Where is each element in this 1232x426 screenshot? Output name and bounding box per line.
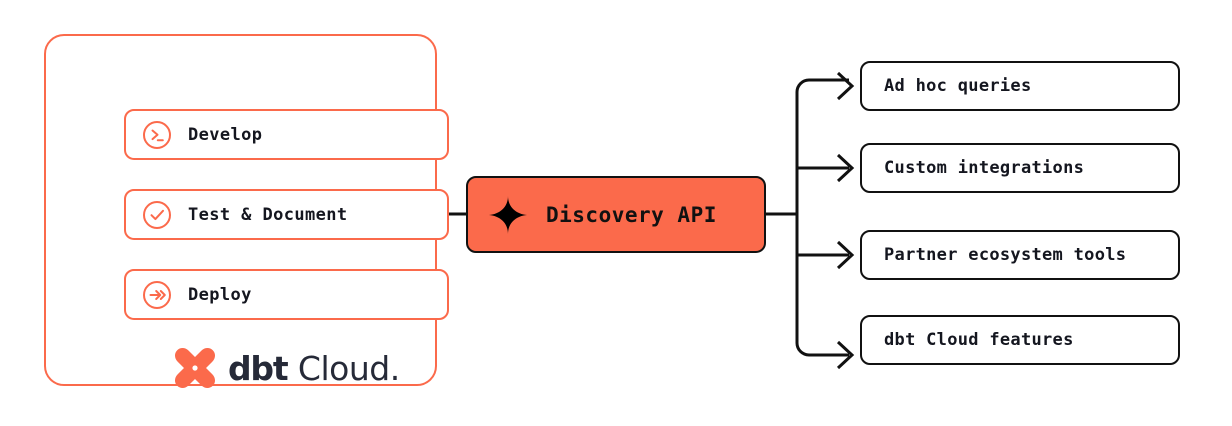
stage-item-test-document[interactable]: Test & Document — [124, 189, 449, 240]
discovery-api-node[interactable]: Discovery API — [466, 176, 766, 253]
logo-word-cloud: Cloud — [297, 348, 390, 388]
dbt-x-mark-icon — [174, 347, 216, 389]
arrowhead-1 — [836, 71, 855, 101]
target-box-custom-integrations[interactable]: Custom integrations — [860, 143, 1180, 193]
target-box-partner-ecosystem-tools[interactable]: Partner ecosystem tools — [860, 230, 1180, 280]
dbt-cloud-logo: dbt Cloud. — [172, 342, 400, 394]
discovery-api-label: Discovery API — [546, 202, 717, 227]
stage-item-deploy[interactable]: Deploy — [124, 269, 449, 320]
stage-label: Test & Document — [188, 204, 348, 225]
target-box-ad-hoc-queries[interactable]: Ad hoc queries — [860, 61, 1180, 111]
dbt-cloud-source-panel: Develop Test & Document Deploy — [44, 34, 449, 389]
target-label: Partner ecosystem tools — [884, 245, 1127, 265]
target-label: Custom integrations — [884, 158, 1085, 178]
dbt-cloud-wordmark: dbt Cloud. — [228, 352, 400, 385]
arrowhead-4 — [836, 340, 855, 370]
target-label: dbt Cloud features — [884, 330, 1074, 350]
stage-item-develop[interactable]: Develop — [124, 109, 449, 160]
stage-label: Deploy — [188, 284, 252, 305]
connector-branch-4 — [795, 331, 849, 357]
logo-word-trailing: . — [389, 348, 401, 388]
check-circle-icon — [143, 200, 171, 229]
arrowhead-3 — [836, 240, 855, 270]
double-chevron-right-icon — [143, 280, 171, 309]
stage-label: Develop — [188, 124, 263, 145]
target-label: Ad hoc queries — [884, 76, 1032, 96]
target-box-dbt-cloud-features[interactable]: dbt Cloud features — [860, 315, 1180, 365]
sparkle-star-icon — [489, 195, 527, 234]
arrowhead-2 — [836, 153, 855, 183]
logo-word-dbt: dbt — [228, 348, 289, 388]
terminal-prompt-icon — [143, 120, 171, 149]
connector-branch-1 — [795, 78, 849, 104]
